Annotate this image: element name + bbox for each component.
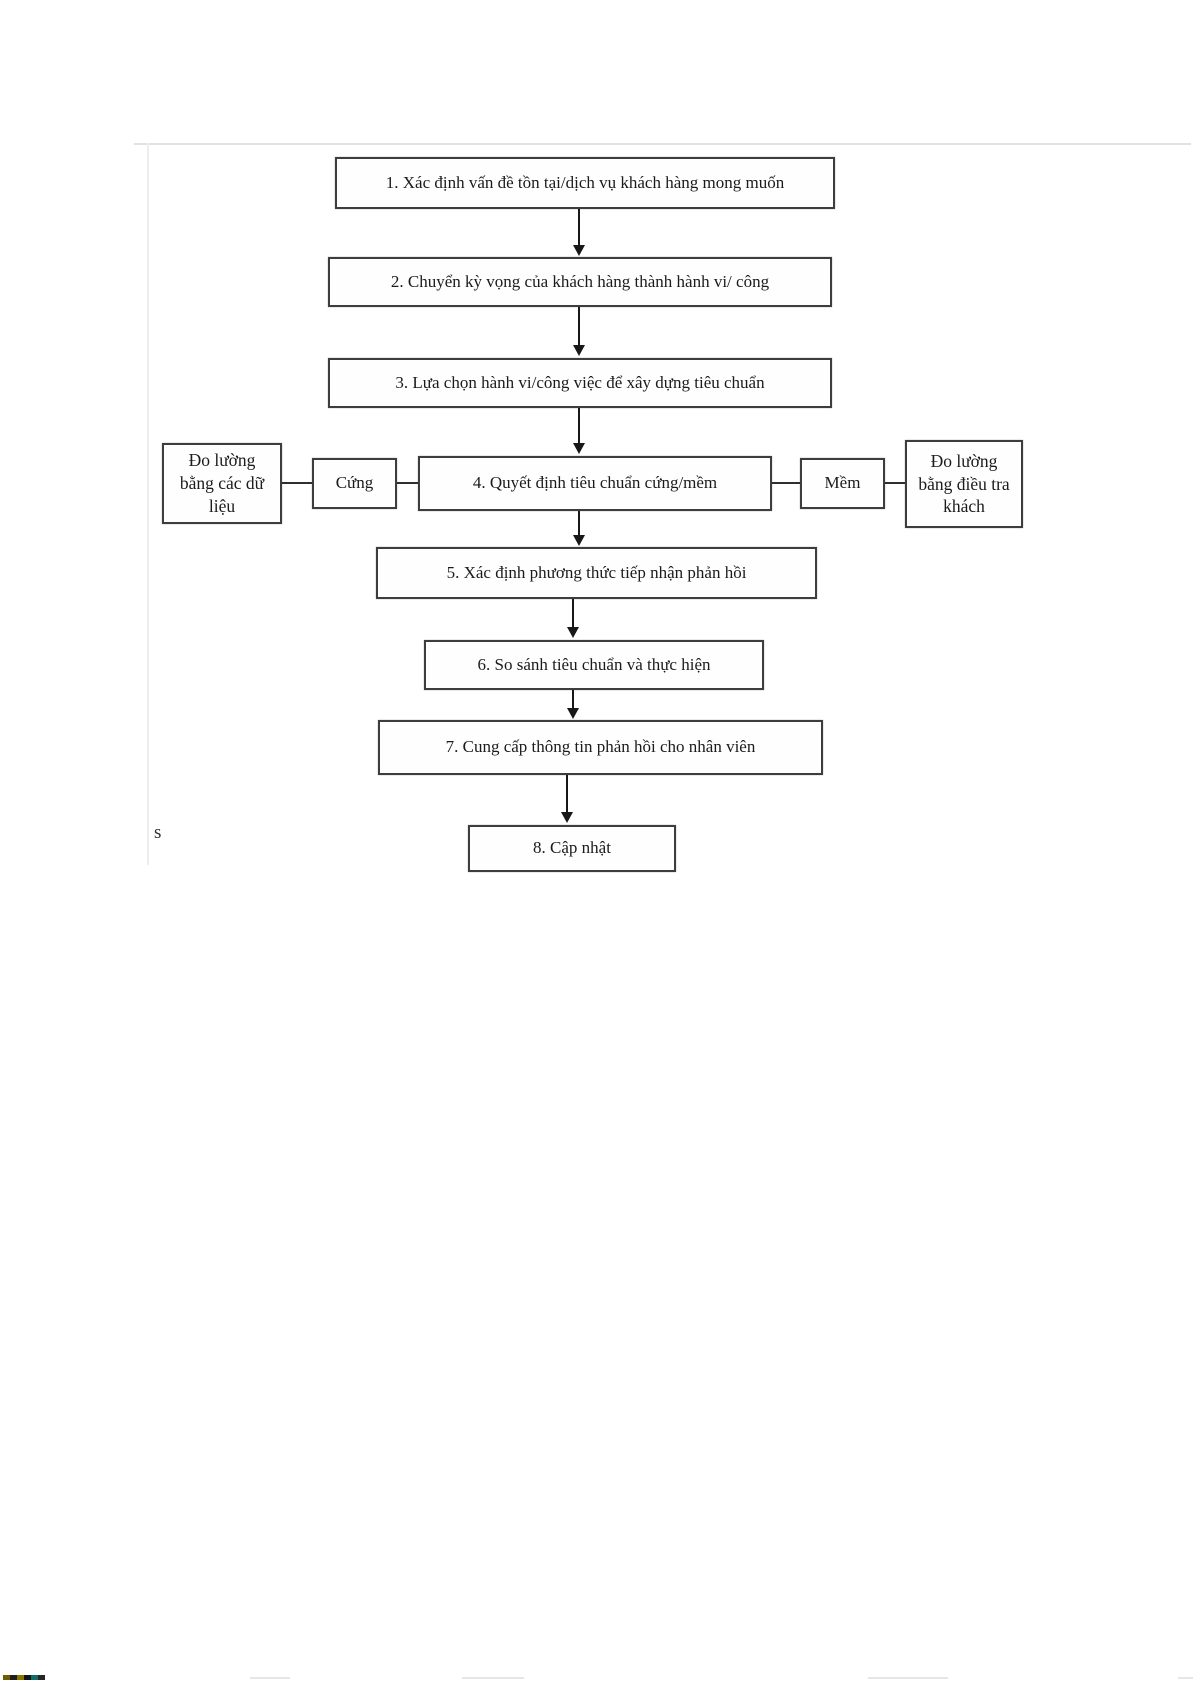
branch-right-outcome-label: Đo lường bằng điều tra khách — [918, 450, 1010, 517]
arrow-step6-to-step7 — [567, 690, 579, 719]
flowchart-step-5-label: 5. Xác định phương thức tiếp nhận phản h… — [446, 562, 747, 582]
flowchart-step-3: 3. Lựa chọn hành vi/công việc để xây dựn… — [328, 358, 832, 408]
branch-condition-cung-box: Cứng — [312, 458, 397, 509]
bottom-edge-smudge — [250, 1677, 290, 1679]
flowchart-step-8: 8. Cập nhật — [468, 825, 676, 872]
flowchart-step-2: 2. Chuyển kỳ vọng của khách hàng thành h… — [328, 257, 832, 307]
flowchart-step-2-label: 2. Chuyển kỳ vọng của khách hàng thành h… — [390, 271, 770, 291]
bottom-edge-artifact-strip — [3, 1675, 45, 1680]
faint-top-border-line — [134, 143, 1191, 145]
flowchart-step-4: 4. Quyết định tiêu chuẩn cứng/mềm — [418, 456, 772, 511]
flowchart-step-6: 6. So sánh tiêu chuẩn và thực hiện — [424, 640, 764, 690]
arrow-step5-to-step6 — [567, 599, 579, 638]
flowchart-step-1: 1. Xác định vấn đề tồn tại/dịch vụ khách… — [335, 157, 835, 209]
flowchart-step-8-label: 8. Cập nhật — [533, 838, 611, 858]
faint-left-border-line — [147, 143, 149, 865]
bottom-edge-smudge — [868, 1677, 948, 1679]
branch-condition-mem-label: Mềm — [824, 473, 861, 493]
branch-condition-mem-box: Mềm — [800, 458, 885, 509]
flowchart-step-4-label: 4. Quyết định tiêu chuẩn cứng/mềm — [472, 473, 718, 493]
connector-step4-mem — [772, 482, 800, 484]
arrow-step1-to-step2 — [573, 209, 585, 256]
arrow-step7-to-step8 — [561, 775, 573, 823]
bottom-edge-smudge — [462, 1677, 524, 1679]
stray-letter-s: s — [154, 822, 162, 843]
flowchart-step-3-label: 3. Lựa chọn hành vi/công việc để xây dựn… — [395, 372, 765, 392]
arrow-step3-to-step4 — [573, 408, 585, 454]
branch-right-outcome-box: Đo lường bằng điều tra khách — [905, 440, 1023, 528]
arrow-step2-to-step3 — [573, 307, 585, 356]
bottom-edge-smudge — [1178, 1677, 1193, 1679]
flowchart-step-7: 7. Cung cấp thông tin phản hồi cho nhân … — [378, 720, 823, 775]
branch-condition-cung-label: Cứng — [335, 473, 374, 493]
connector-mem-rightoutcome — [885, 482, 905, 484]
flowchart-step-6-label: 6. So sánh tiêu chuẩn và thực hiện — [477, 654, 711, 674]
arrow-step4-to-step5 — [573, 511, 585, 546]
connector-cung-step4 — [397, 482, 418, 484]
branch-left-outcome-box: Đo lường bằng các dữ liệu — [162, 443, 282, 524]
flowchart-step-1-label: 1. Xác định vấn đề tồn tại/dịch vụ khách… — [385, 172, 785, 192]
flowchart-step-7-label: 7. Cung cấp thông tin phản hồi cho nhân … — [445, 737, 756, 757]
branch-left-outcome-label: Đo lường bằng các dữ liệu — [179, 450, 265, 516]
connector-leftoutcome-cung — [282, 482, 312, 484]
flowchart-step-5: 5. Xác định phương thức tiếp nhận phản h… — [376, 547, 817, 599]
